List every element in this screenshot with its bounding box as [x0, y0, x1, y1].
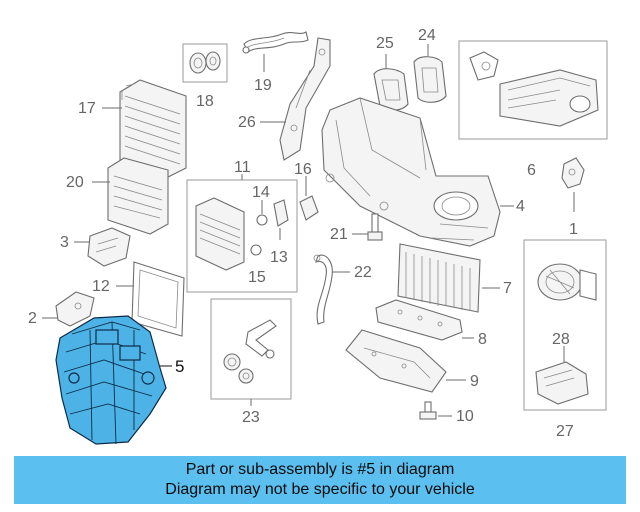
group-box-27 — [523, 239, 607, 411]
part-19-heater-pipes — [242, 31, 309, 54]
part-22-hose — [313, 254, 333, 325]
part-4-hvac-case — [321, 97, 501, 247]
callout-18: 18 — [196, 93, 214, 110]
callout-8: 8 — [478, 331, 487, 348]
info-banner: Part or sub-assembly is #5 in diagram Di… — [14, 456, 626, 504]
part-28-resistor — [535, 361, 589, 405]
part-9-gasket — [345, 329, 447, 393]
callout-2: 2 — [28, 310, 37, 327]
callout-23: 23 — [242, 409, 260, 426]
part-26-bracket — [279, 37, 331, 161]
part-16-clip — [299, 195, 319, 221]
callout-25: 25 — [376, 35, 394, 52]
group-box-6 — [458, 40, 608, 140]
part-5-hvac-housing-highlighted — [55, 315, 167, 445]
callout-10: 10 — [456, 408, 474, 425]
banner-line-1: Part or sub-assembly is #5 in diagram — [185, 461, 455, 478]
part-20-core — [107, 157, 169, 235]
callout-21: 21 — [330, 226, 348, 243]
part-10-screw — [419, 401, 437, 420]
callout-13: 13 — [270, 249, 288, 266]
group-box-23 — [210, 298, 292, 400]
part-12-filter-frame — [131, 261, 185, 337]
part-8-seal-strip — [375, 299, 463, 341]
callout-26: 26 — [238, 114, 256, 131]
callout-27: 27 — [556, 423, 574, 440]
callout-24: 24 — [418, 27, 436, 44]
callout-11: 11 — [234, 159, 251, 176]
callout-1: 1 — [569, 221, 578, 238]
part-27-blower-motor — [537, 263, 597, 301]
part-7-cabin-filter — [397, 243, 481, 313]
callout-9: 9 — [470, 373, 479, 390]
callout-19: 19 — [254, 77, 272, 94]
part-15-oring — [250, 244, 262, 256]
callout-17: 17 — [78, 100, 96, 117]
part-2-bracket — [55, 291, 95, 327]
part-24-seal — [413, 56, 447, 103]
callout-5: 5 — [175, 357, 184, 376]
callout-14: 14 — [252, 184, 270, 201]
part-6-blower-housing — [469, 51, 599, 127]
part-18-grommets — [189, 51, 221, 74]
part-23-pipe-kit — [223, 319, 277, 384]
callout-6: 6 — [527, 162, 536, 179]
part-21-bolt — [367, 213, 383, 241]
callout-16: 16 — [294, 161, 312, 178]
callout-15: 15 — [248, 269, 266, 286]
part-11-evaporator — [195, 197, 245, 271]
part-25-seal — [373, 68, 409, 111]
callout-7: 7 — [503, 280, 512, 297]
part-1-sensor — [561, 157, 585, 189]
callout-22: 22 — [354, 264, 372, 281]
banner-line-2: Diagram may not be specific to your vehi… — [165, 481, 475, 498]
callout-4: 4 — [516, 198, 525, 215]
part-13-seal — [273, 199, 289, 227]
box-18 — [182, 43, 228, 83]
callout-12: 12 — [92, 278, 110, 295]
callout-20: 20 — [66, 174, 84, 191]
parts-diagram: 17 18 19 26 25 24 — [28, 27, 608, 445]
part-3-actuator — [87, 227, 131, 267]
callout-3: 3 — [60, 234, 69, 251]
part-14-valve — [256, 214, 268, 226]
callout-28: 28 — [552, 331, 570, 348]
